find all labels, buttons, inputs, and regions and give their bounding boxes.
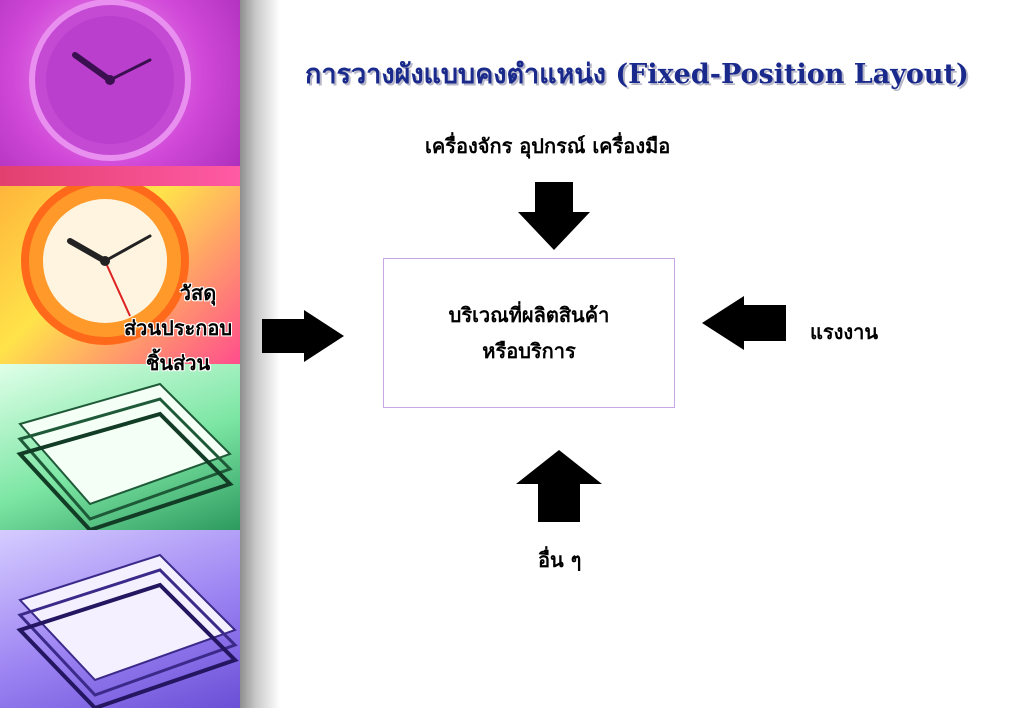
strip-shadow — [240, 0, 280, 708]
left-input-label: วัสดุ ส่วนประกอบ ชิ้นส่วน — [108, 276, 248, 381]
paper-stack-icon — [16, 382, 234, 533]
arrow-right-icon — [262, 310, 344, 362]
production-area-box: บริเวณที่ผลิตสินค้า หรือบริการ — [383, 258, 675, 408]
paper-stack-icon — [16, 553, 239, 708]
left-input-line-1: วัสดุ — [179, 281, 217, 305]
clock-image-purple — [0, 0, 240, 186]
paper-stack-image-green — [0, 364, 240, 533]
clock-image-orange — [0, 177, 240, 364]
decorative-image-strip — [0, 0, 240, 708]
clock-icon — [29, 0, 191, 161]
left-input-line-2: ส่วนประกอบ — [123, 316, 233, 340]
arrow-left-icon — [702, 296, 786, 350]
decorative-band — [0, 166, 240, 186]
center-box-line-1: บริเวณที่ผลิตสินค้า — [448, 303, 610, 327]
paper-stack-image-purple — [0, 530, 240, 708]
arrow-down-icon — [518, 182, 590, 250]
right-input-label: แรงงาน — [810, 320, 879, 344]
center-box-line-2: หรือบริการ — [482, 339, 576, 363]
slide-title: การวางผังแบบคงตำแหน่ง (Fixed-Position La… — [305, 59, 969, 90]
bottom-input-label: อื่น ๆ — [538, 548, 582, 572]
clock-icon — [21, 177, 189, 345]
top-input-label: เครื่องจักร อุปกรณ์ เครื่องมือ — [425, 134, 671, 158]
left-input-line-3: ชิ้นส่วน — [145, 351, 211, 375]
arrow-up-icon — [516, 450, 602, 522]
